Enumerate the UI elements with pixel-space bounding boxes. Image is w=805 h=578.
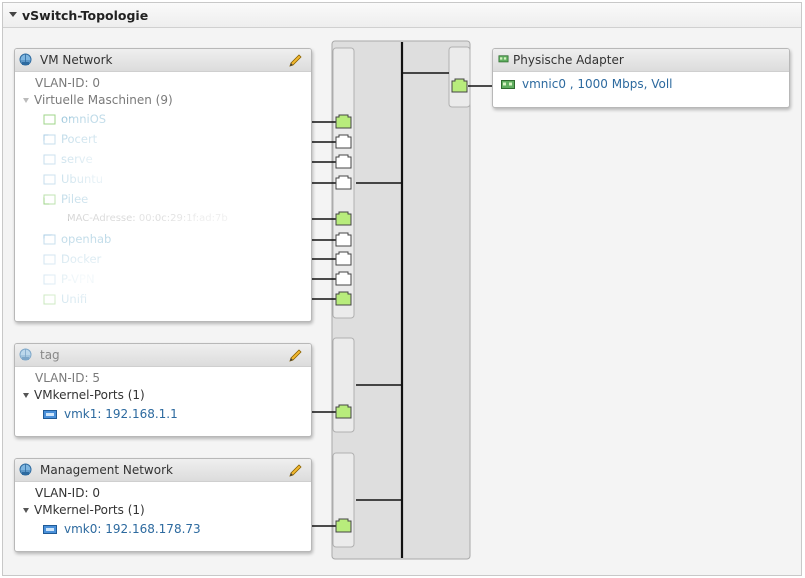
vm-icon	[43, 154, 56, 164]
vm-item[interactable]: serve	[43, 152, 93, 166]
vm-icon	[43, 274, 56, 284]
portgroup-vm-network[interactable]: VM Network VLAN-ID: 0 Virtuelle Maschine…	[14, 48, 312, 322]
vmkernel-ports-label: VMkernel-Ports (1)	[34, 388, 145, 402]
vlan-id: VLAN-ID: 0	[35, 76, 100, 90]
vm-item[interactable]: Unifi	[43, 292, 87, 306]
portgroup-header: tag	[15, 344, 311, 367]
vm-item[interactable]: Docker	[43, 252, 101, 266]
expand-triangle-icon[interactable]	[23, 98, 29, 103]
vm-port-active-icon[interactable]	[335, 114, 352, 129]
portgroup-name: VM Network	[40, 53, 113, 67]
physical-adapters-box[interactable]: Physische Adapter vmnic0 , 1000 Mbps, Vo…	[492, 48, 790, 108]
edit-pencil-icon[interactable]	[288, 463, 303, 478]
vm-icon	[43, 134, 56, 144]
vm-item[interactable]: Pilee	[43, 192, 88, 206]
edit-pencil-icon[interactable]	[288, 53, 303, 68]
network-globe-icon	[19, 348, 32, 361]
vmkernel-ports-toggle[interactable]: VMkernel-Ports (1)	[23, 503, 145, 517]
vmk-port-active-icon[interactable]	[335, 404, 352, 419]
physical-adapters-title: Physische Adapter	[513, 53, 624, 67]
vm-list-toggle[interactable]: Virtuelle Maschinen (9)	[23, 93, 173, 107]
panel-title: vSwitch-Topologie	[22, 8, 149, 23]
vm-item[interactable]: omniOS	[43, 112, 106, 126]
vm-port-inactive-icon[interactable]	[335, 134, 352, 149]
expand-triangle-icon[interactable]	[23, 393, 29, 398]
vm-icon	[43, 194, 56, 204]
panel-header[interactable]: vSwitch-Topologie	[3, 3, 801, 28]
vm-port-active-icon[interactable]	[335, 291, 352, 306]
vmkernel-icon	[43, 410, 57, 419]
vm-item[interactable]: openhab	[43, 232, 111, 246]
vlan-id: VLAN-ID: 5	[35, 371, 100, 385]
collapse-icon[interactable]	[9, 12, 17, 17]
topology-canvas: VM Network VLAN-ID: 0 Virtuelle Maschine…	[3, 28, 801, 575]
portgroup-header: Management Network	[15, 459, 311, 482]
portgroup-header: VM Network	[15, 49, 311, 72]
vm-port-inactive-icon[interactable]	[335, 175, 352, 190]
vm-port-active-icon[interactable]	[335, 211, 352, 226]
network-globe-icon	[19, 463, 32, 476]
vmk-port-active-icon[interactable]	[335, 518, 352, 533]
vmkernel-icon	[43, 525, 57, 534]
blur-overlay	[135, 169, 305, 309]
physical-adapter-link[interactable]: vmnic0 , 1000 Mbps, Voll	[501, 77, 673, 91]
vm-item[interactable]: P-VPN	[43, 272, 95, 286]
portgroup-tag[interactable]: tag VLAN-ID: 5 VMkernel-Ports (1) vmk1: …	[14, 343, 312, 437]
physical-adapters-header: Physische Adapter	[493, 49, 789, 72]
vmkernel-port-link[interactable]: vmk1: 192.168.1.1	[43, 407, 178, 421]
portgroup-name: tag	[40, 348, 60, 362]
uplink-port-icon[interactable]	[451, 78, 468, 93]
vmkernel-ports-toggle[interactable]: VMkernel-Ports (1)	[23, 388, 145, 402]
portgroup-management-network[interactable]: Management Network VLAN-ID: 0 VMkernel-P…	[14, 458, 312, 552]
vm-icon	[43, 114, 56, 124]
vm-list-label: Virtuelle Maschinen (9)	[34, 93, 173, 107]
mac-address: MAC-Adresse: 00:0c:29:1f:ad:7b	[67, 213, 228, 224]
vmkernel-port-link[interactable]: vmk0: 192.168.178.73	[43, 522, 201, 536]
network-globe-icon	[19, 53, 32, 66]
vm-port-inactive-icon[interactable]	[335, 154, 352, 169]
blur-overlay	[35, 109, 185, 229]
nic-card-icon	[498, 55, 509, 63]
nic-card-icon	[501, 80, 515, 89]
vm-item[interactable]: Pocert	[43, 132, 97, 146]
vlan-id: VLAN-ID: 0	[35, 486, 100, 500]
vm-icon	[43, 294, 56, 304]
vm-icon	[43, 174, 56, 184]
vm-port-inactive-icon[interactable]	[335, 232, 352, 247]
expand-triangle-icon[interactable]	[23, 508, 29, 513]
vm-item[interactable]: Ubuntu	[43, 172, 103, 186]
vm-port-inactive-icon[interactable]	[335, 251, 352, 266]
portgroup-name: Management Network	[40, 463, 173, 477]
edit-pencil-icon[interactable]	[288, 348, 303, 363]
vm-port-inactive-icon[interactable]	[335, 271, 352, 286]
vm-icon	[43, 254, 56, 264]
vm-icon	[43, 234, 56, 244]
vmkernel-ports-label: VMkernel-Ports (1)	[34, 503, 145, 517]
